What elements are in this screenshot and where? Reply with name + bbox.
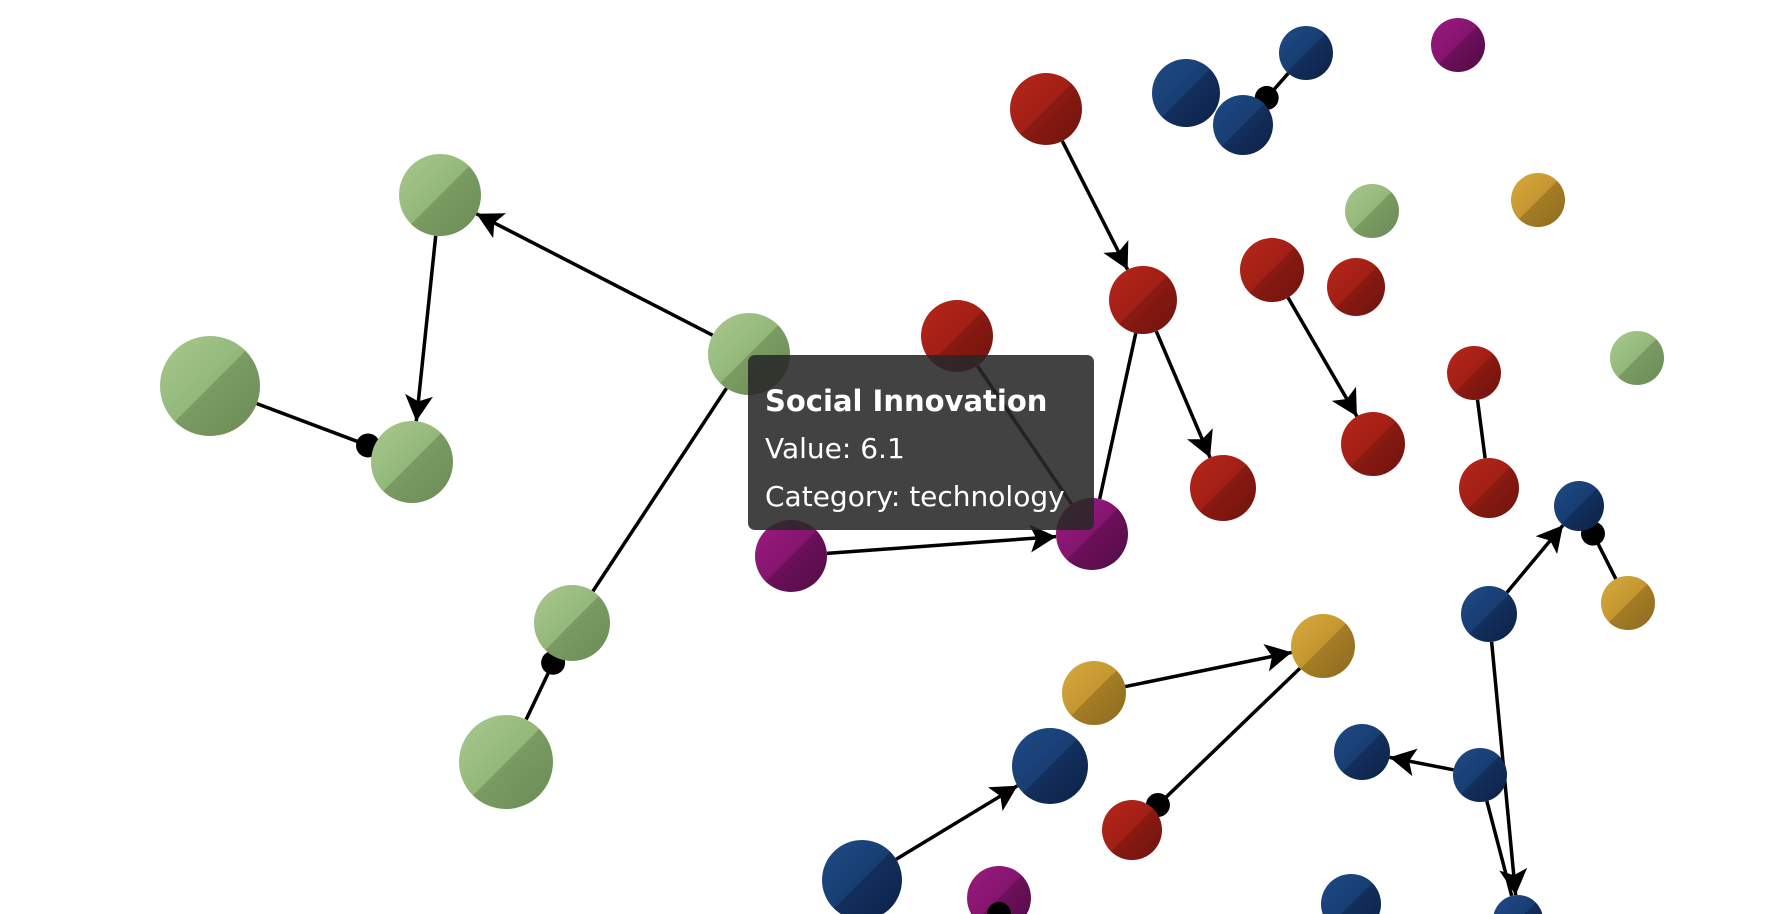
edge-line: [1060, 140, 1130, 271]
edge-line: [826, 534, 1057, 556]
node-blue[interactable]: [822, 840, 902, 914]
node-red[interactable]: [1327, 258, 1385, 316]
node-green[interactable]: [399, 154, 481, 236]
node-red[interactable]: [1447, 346, 1501, 400]
edge-arrowhead: [1263, 643, 1292, 672]
node-purple[interactable]: [1056, 498, 1128, 570]
edge-line: [475, 212, 714, 337]
node-blue[interactable]: [1321, 874, 1381, 914]
node-blue[interactable]: [1554, 481, 1604, 531]
edge-line: [975, 364, 1074, 506]
node-green[interactable]: [160, 336, 260, 436]
node-green[interactable]: [1610, 331, 1664, 385]
node-blue[interactable]: [1493, 895, 1543, 914]
node-green[interactable]: [534, 585, 610, 661]
node-red[interactable]: [1109, 266, 1177, 334]
node-red[interactable]: [1240, 238, 1304, 302]
node-blue[interactable]: [1152, 59, 1220, 127]
edge-arrowhead: [1029, 524, 1057, 553]
edge-line: [414, 235, 438, 422]
edge-arrowhead: [1535, 525, 1563, 555]
edge-line: [591, 387, 728, 593]
node-red[interactable]: [1341, 412, 1405, 476]
node-blue[interactable]: [1461, 586, 1517, 642]
edge-arrowhead: [988, 785, 1018, 812]
node-red[interactable]: [1459, 458, 1519, 518]
node-gold[interactable]: [1291, 614, 1355, 678]
node-gold[interactable]: [1062, 661, 1126, 725]
node-purple[interactable]: [967, 866, 1031, 914]
node-red[interactable]: [1190, 455, 1256, 521]
node-green[interactable]: [371, 421, 453, 503]
node-red[interactable]: [921, 300, 993, 372]
edge-line: [895, 784, 1019, 861]
edge-line: [1124, 650, 1293, 689]
edge-line: [256, 401, 375, 450]
edge-arrowhead: [1389, 748, 1418, 777]
node-gold[interactable]: [1601, 576, 1655, 630]
node-blue[interactable]: [1279, 26, 1333, 80]
edge-arrowhead: [1331, 386, 1357, 417]
edge-arrowhead: [476, 213, 506, 239]
node-red[interactable]: [1102, 800, 1162, 860]
node-purple[interactable]: [755, 520, 827, 592]
edge-arrowhead: [1187, 428, 1213, 458]
node-blue[interactable]: [1453, 748, 1507, 802]
node-gold[interactable]: [1511, 173, 1565, 227]
node-layer: [160, 18, 1664, 914]
edge-line: [1286, 296, 1359, 418]
edge-line: [1097, 332, 1138, 500]
edge-line: [1475, 399, 1487, 459]
node-blue[interactable]: [1334, 724, 1390, 780]
node-blue[interactable]: [1213, 95, 1273, 155]
node-purple[interactable]: [1431, 18, 1485, 72]
node-green[interactable]: [708, 313, 790, 395]
edge-dot-head: [987, 902, 1011, 914]
node-blue[interactable]: [1012, 728, 1088, 804]
node-green[interactable]: [1345, 184, 1399, 238]
edge-arrowhead: [405, 393, 433, 422]
node-green[interactable]: [459, 715, 553, 809]
edge-line: [1154, 330, 1212, 459]
edge-line: [1485, 800, 1514, 897]
node-red[interactable]: [1010, 73, 1082, 145]
edge-arrowhead: [1103, 240, 1129, 270]
edge-line: [1152, 666, 1302, 811]
